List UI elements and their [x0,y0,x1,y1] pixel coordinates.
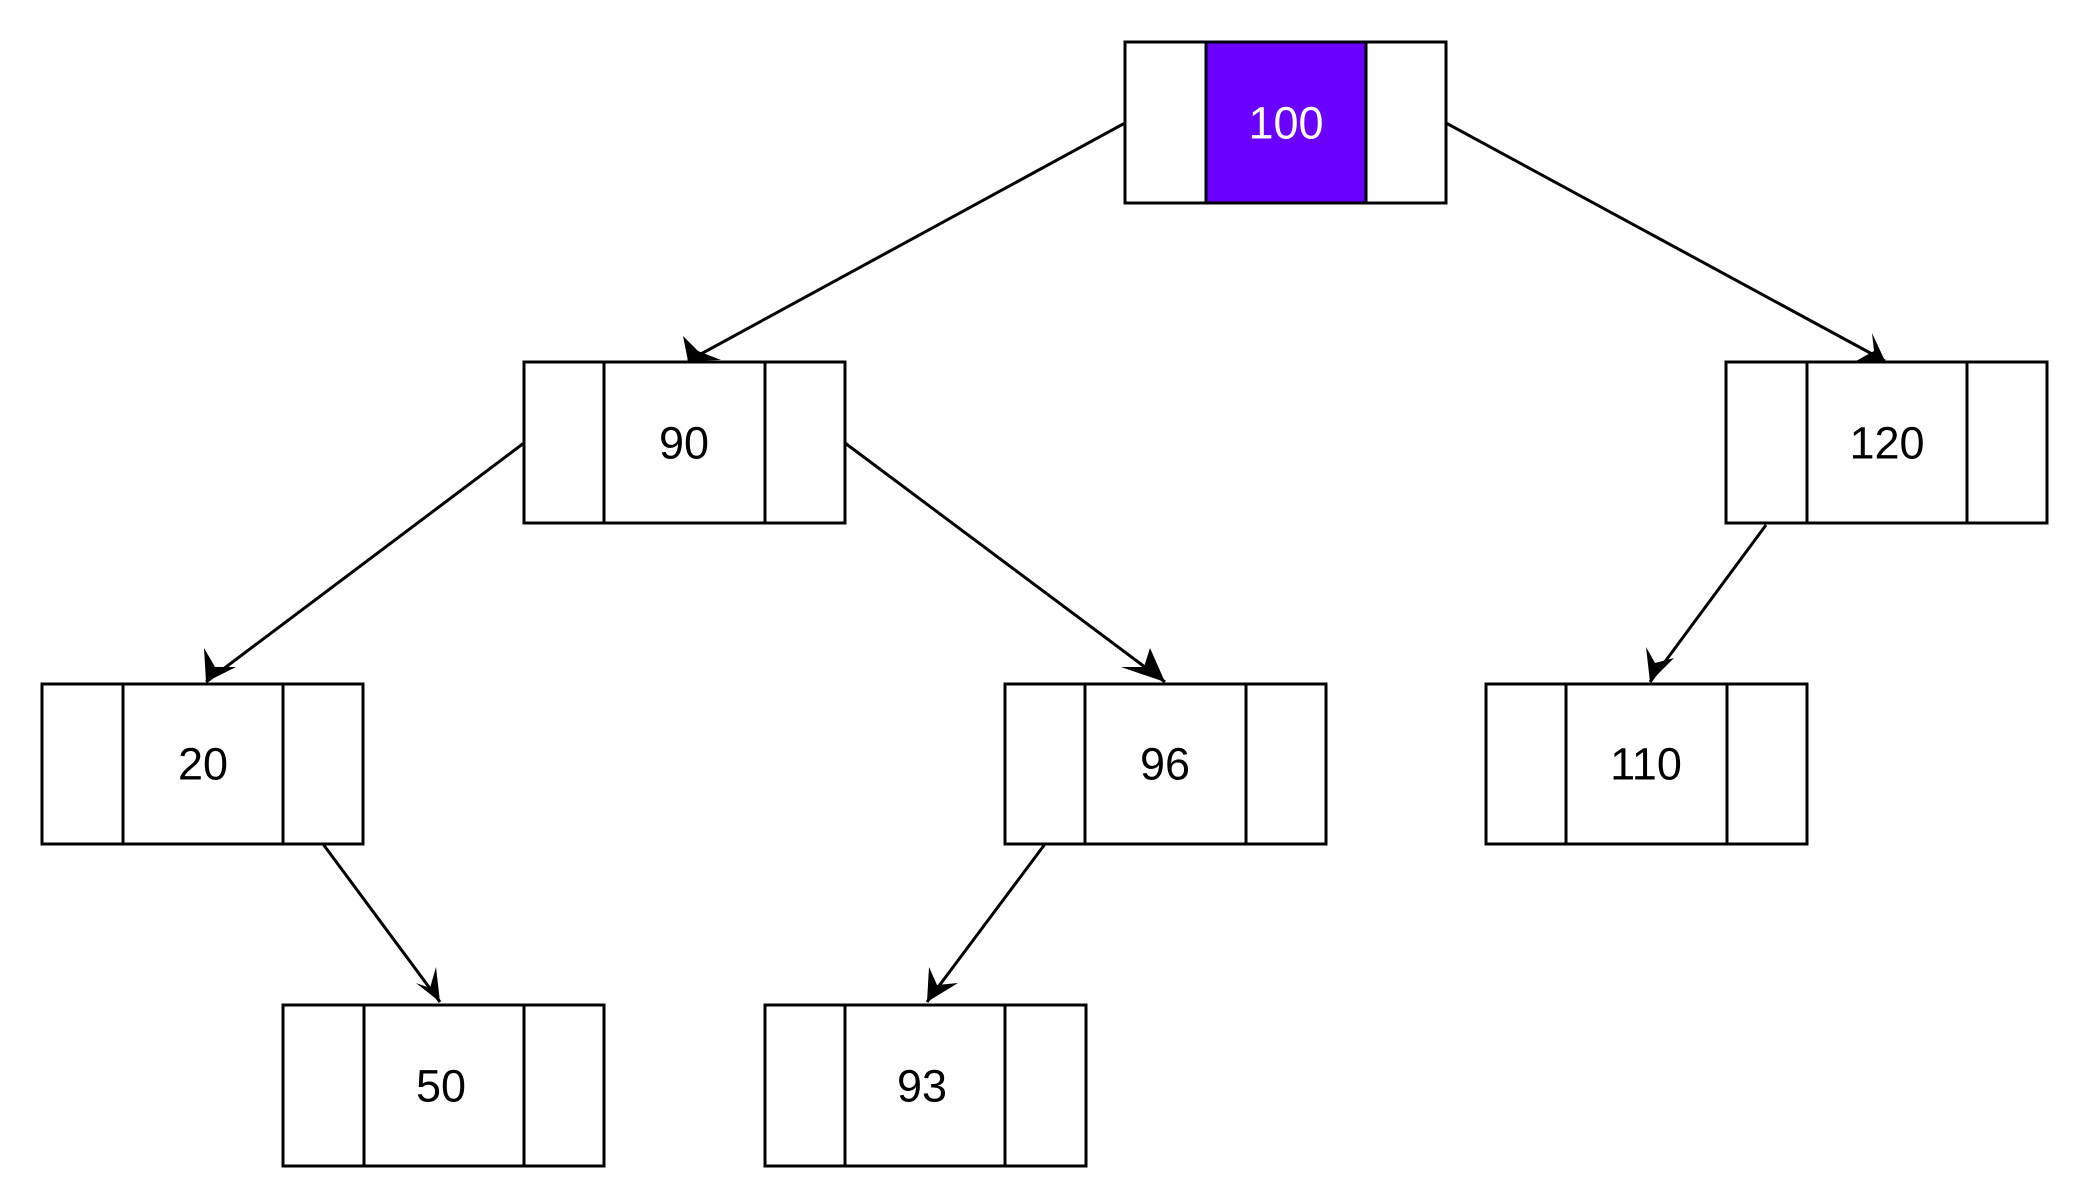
tree-node-120: 120 [1724,360,2049,525]
tree-node-50: 50 [281,1003,606,1168]
edge-96-to-93 [925,843,1047,1003]
node-right-pointer [1725,682,1809,846]
node-value-cell [1083,682,1248,846]
edge-100-to-90 [687,121,1126,363]
arrowhead-110 [1646,647,1674,682]
arrowhead-50 [416,967,440,1002]
node-value-cell [1564,682,1729,846]
node-value-label: 90 [659,418,709,469]
node-left-pointer [522,360,606,525]
node-right-pointer [1364,40,1448,205]
node-value-label: 20 [178,739,228,790]
arrowheads-layer [204,333,1885,1002]
node-value-cell [843,1003,1007,1168]
node-value-label: 110 [1610,739,1682,790]
node-right-pointer [522,1003,606,1168]
edge-90-to-20 [205,441,525,684]
node-value-label: 96 [1140,739,1190,790]
node-right-pointer [1003,1003,1088,1168]
node-value-label: 93 [897,1061,947,1112]
arrowhead-93 [927,967,958,1002]
node-left-pointer [40,682,125,846]
tree-node-90: 90 [522,360,847,525]
edge-20-to-50 [321,843,442,1003]
tree-node-20: 20 [40,682,365,846]
node-value-label: 50 [416,1061,466,1112]
node-left-pointer [1724,360,1809,525]
node-left-pointer [1484,682,1568,846]
node-value-label: 120 [1849,418,1924,469]
edge-90-to-96 [844,441,1166,684]
node-right-pointer [281,682,365,846]
tree-node-110: 110 [1484,682,1809,846]
edges-layer [205,121,1886,1003]
node-right-pointer [1965,360,2049,525]
node-left-pointer [1003,682,1087,846]
node-value-cell [602,360,767,525]
arrowhead-96 [1121,648,1165,682]
edge-120-to-110 [1648,524,1768,683]
arrowhead-120 [1856,333,1885,361]
node-left-pointer [281,1003,366,1168]
tree-node-93: 93 [763,1003,1088,1168]
node-left-pointer [1123,40,1208,205]
edge-100-to-120 [1445,121,1886,363]
tree-node-96: 96 [1003,682,1328,846]
node-value-cell [362,1003,526,1168]
node-value-cell [1204,40,1368,205]
arrowhead-90 [683,336,721,361]
node-right-pointer [1244,682,1328,846]
tree-node-100: 100 [1123,40,1448,205]
node-value-label: 100 [1248,98,1323,149]
arrowhead-20 [204,648,236,682]
node-right-pointer [763,360,847,525]
node-left-pointer [763,1003,847,1168]
node-value-cell [121,682,285,846]
